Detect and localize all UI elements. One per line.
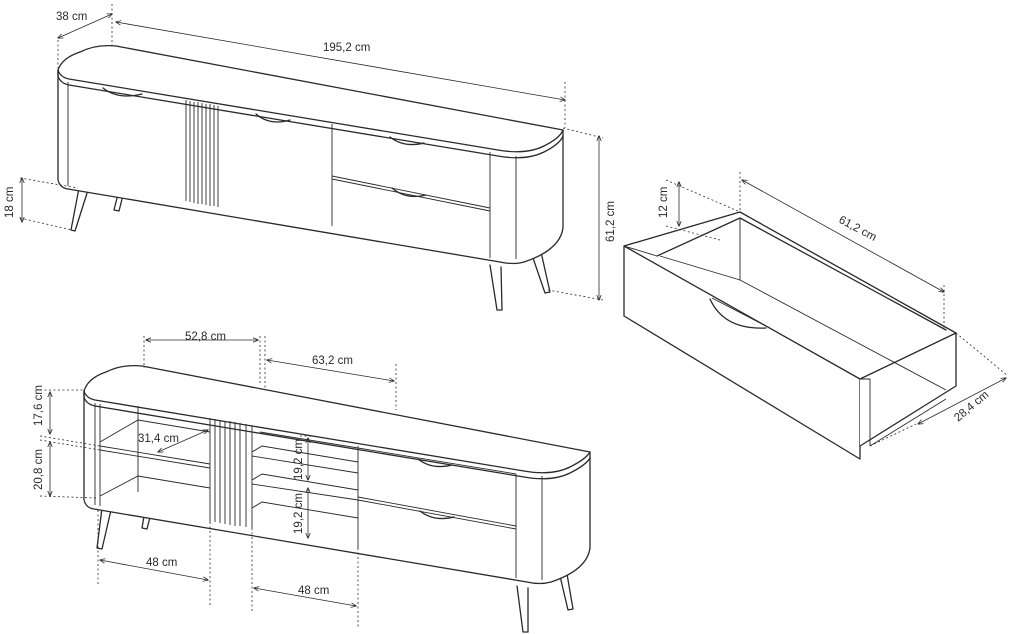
- sideboard-closed-view: 38 cm 195,2 cm 18 cm 61,2 cm: [4, 4, 617, 311]
- top-leg-label: 18 cm: [4, 187, 16, 218]
- drawer-depth-label: 28,4 cm: [952, 389, 991, 424]
- drawer-length-label: 61,2 cm: [837, 214, 879, 244]
- bottom-right-section-label: 63,2 cm: [312, 355, 353, 367]
- bottom-mid-lower-label: 19,2 cm: [293, 493, 305, 534]
- bottom-left-width-label: 48 cm: [146, 557, 177, 569]
- bottom-left-section-label: 52,8 cm: [185, 331, 226, 343]
- top-height-label: 61,2 cm: [605, 201, 617, 242]
- bottom-lower-shelf-label: 20,8 cm: [33, 449, 45, 490]
- drawer-view: 12 cm 61,2 cm 28,4 cm: [623, 172, 1009, 460]
- bottom-mid-width-label: 48 cm: [298, 585, 329, 597]
- top-width-label: 195,2 cm: [323, 42, 370, 54]
- bottom-mid-upper-label: 19,2 cm: [293, 439, 305, 480]
- sideboard-open-view: 52,8 cm 63,2 cm 17,6 cm 20,8 cm 31,4 cm …: [33, 331, 591, 633]
- drawer-height-label: 12 cm: [658, 187, 670, 218]
- top-depth-label: 38 cm: [56, 11, 87, 23]
- bottom-shelf-depth-label: 31,4 cm: [138, 433, 179, 445]
- bottom-upper-shelf-label: 17,6 cm: [33, 385, 45, 426]
